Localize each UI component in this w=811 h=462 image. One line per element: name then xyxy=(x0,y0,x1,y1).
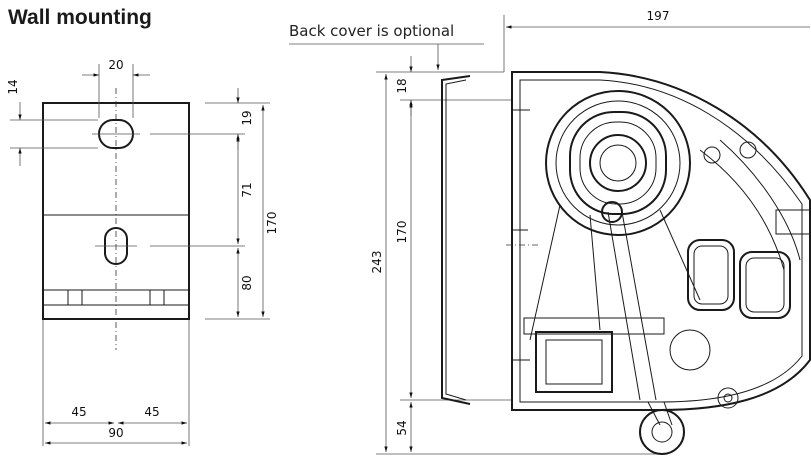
roller-tube xyxy=(545,90,691,236)
dim-71-label: 71 xyxy=(240,182,254,197)
slat-2 xyxy=(739,251,791,319)
dim-box-170-label: 170 xyxy=(395,221,409,244)
dim-80-label: 80 xyxy=(240,275,254,290)
box-housing xyxy=(511,71,811,411)
dim-14-label: 14 xyxy=(6,79,20,94)
dim-197-label: 197 xyxy=(647,9,670,23)
dim-20-label: 20 xyxy=(108,58,123,72)
box-drawing: 197 243 18 170 54 xyxy=(289,9,811,455)
bracket-drawing: 20 14 19 71 80 170 45 45 90 xyxy=(6,58,279,446)
axle xyxy=(589,134,647,192)
back-cover-note: Back cover is optional xyxy=(289,22,455,40)
dim-18-label: 18 xyxy=(395,78,409,93)
page-title: Wall mounting xyxy=(8,6,152,29)
dim-170-label: 170 xyxy=(265,212,279,235)
motor-block xyxy=(535,331,613,393)
slat-1 xyxy=(687,239,735,311)
back-cover-profile xyxy=(441,75,471,405)
crank-ring xyxy=(639,409,685,455)
dim-54-label: 54 xyxy=(395,420,409,435)
dim-243-label: 243 xyxy=(370,251,384,274)
dim-19-label: 19 xyxy=(240,110,254,125)
dim-45-right-label: 45 xyxy=(144,405,159,419)
dim-90-label: 90 xyxy=(108,426,123,440)
dim-45-left-label: 45 xyxy=(71,405,86,419)
